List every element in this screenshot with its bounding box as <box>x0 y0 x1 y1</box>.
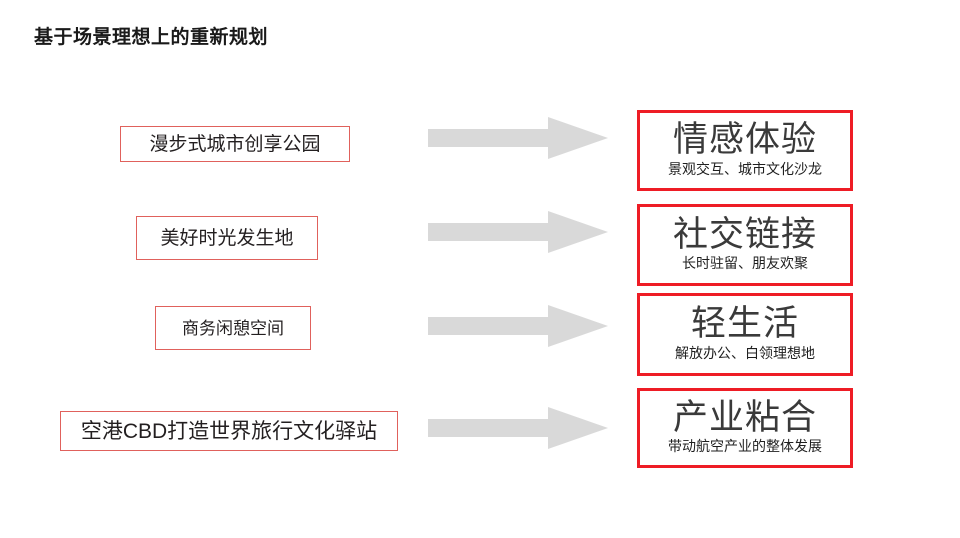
right-arrow-icon <box>428 116 608 160</box>
value-box-3[interactable]: 轻生活 解放办公、白领理想地 <box>637 293 853 376</box>
value-subtitle-3: 解放办公、白领理想地 <box>675 344 815 361</box>
page-title: 基于场景理想上的重新规划 <box>34 27 269 48</box>
scenario-box-2[interactable]: 美好时光发生地 <box>136 216 318 260</box>
value-headline-3: 轻生活 <box>690 304 799 344</box>
scenario-box-1[interactable]: 漫步式城市创享公园 <box>120 126 350 162</box>
scenario-label-3: 商务闲憩空间 <box>182 318 284 338</box>
value-headline-2: 社交链接 <box>672 214 817 254</box>
value-headline-1: 情感体验 <box>672 120 817 160</box>
scenario-label-1: 漫步式城市创享公园 <box>149 133 321 155</box>
scenario-box-3[interactable]: 商务闲憩空间 <box>155 306 311 350</box>
value-headline-4: 产业粘合 <box>672 397 817 437</box>
value-box-1[interactable]: 情感体验 景观交互、城市文化沙龙 <box>637 110 853 191</box>
right-arrow-icon <box>428 210 608 254</box>
value-subtitle-1: 景观交互、城市文化沙龙 <box>668 160 822 177</box>
value-box-2[interactable]: 社交链接 长时驻留、朋友欢聚 <box>637 204 853 286</box>
scenario-label-2: 美好时光发生地 <box>160 227 294 249</box>
value-subtitle-4: 带动航空产业的整体发展 <box>668 438 822 455</box>
scenario-box-4[interactable]: 空港CBD打造世界旅行文化驿站 <box>60 411 398 451</box>
value-box-4[interactable]: 产业粘合 带动航空产业的整体发展 <box>637 388 853 468</box>
value-subtitle-2: 长时驻留、朋友欢聚 <box>682 255 808 272</box>
scenario-label-4: 空港CBD打造世界旅行文化驿站 <box>80 419 378 443</box>
right-arrow-icon <box>428 406 608 450</box>
right-arrow-icon <box>428 304 608 348</box>
